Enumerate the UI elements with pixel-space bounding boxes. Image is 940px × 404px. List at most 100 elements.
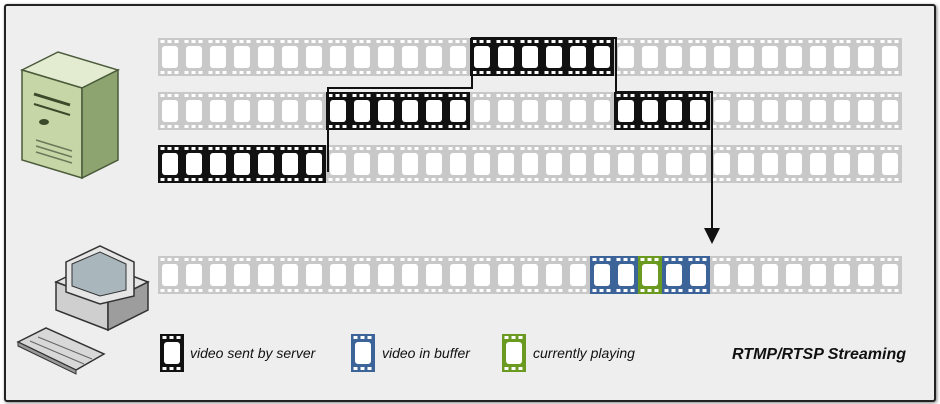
film-frame bbox=[662, 145, 686, 183]
film-frame bbox=[230, 92, 254, 130]
film-frame bbox=[230, 256, 254, 294]
film-frame bbox=[350, 145, 374, 183]
film-frame bbox=[278, 92, 302, 130]
film-frame bbox=[566, 92, 590, 130]
legend-swatch-buffer bbox=[351, 334, 375, 372]
film-frame bbox=[158, 38, 182, 76]
film-frame bbox=[710, 38, 734, 76]
film-frame bbox=[734, 38, 758, 76]
film-frame bbox=[374, 38, 398, 76]
film-frame-buffer bbox=[590, 256, 614, 294]
film-frame bbox=[782, 145, 806, 183]
film-strips bbox=[158, 38, 902, 294]
server-stream-middle bbox=[158, 92, 902, 130]
film-frame bbox=[302, 256, 326, 294]
client-stream bbox=[158, 256, 902, 294]
legend-label-server: video sent by server bbox=[190, 345, 317, 361]
film-frame-server bbox=[614, 92, 638, 130]
film-frame bbox=[710, 256, 734, 294]
film-frame bbox=[854, 256, 878, 294]
film-frame bbox=[254, 92, 278, 130]
legend-label-playing: currently playing bbox=[533, 345, 635, 361]
film-frame-buffer bbox=[614, 256, 638, 294]
film-frame bbox=[614, 145, 638, 183]
film-frame-server bbox=[398, 92, 422, 130]
legend-item-playing bbox=[502, 334, 526, 372]
film-frame bbox=[758, 256, 782, 294]
film-frame bbox=[710, 92, 734, 130]
film-frame bbox=[422, 145, 446, 183]
film-frame bbox=[566, 256, 590, 294]
film-frame bbox=[614, 38, 638, 76]
film-frame bbox=[878, 145, 902, 183]
film-frame bbox=[494, 92, 518, 130]
film-frame-server bbox=[446, 92, 470, 130]
film-frame bbox=[446, 145, 470, 183]
film-frame-server bbox=[470, 38, 494, 76]
server-stream-bottom bbox=[158, 145, 902, 183]
film-frame-server bbox=[566, 38, 590, 76]
film-frame bbox=[734, 256, 758, 294]
film-frame bbox=[662, 38, 686, 76]
film-frame bbox=[446, 256, 470, 294]
film-frame-server bbox=[542, 38, 566, 76]
film-frame-buffer bbox=[686, 256, 710, 294]
film-frame bbox=[254, 38, 278, 76]
film-frame bbox=[326, 38, 350, 76]
film-frame bbox=[806, 92, 830, 130]
legend-swatch-server bbox=[160, 334, 184, 372]
film-frame bbox=[878, 256, 902, 294]
film-frame bbox=[374, 256, 398, 294]
film-frame bbox=[206, 256, 230, 294]
film-frame bbox=[734, 92, 758, 130]
film-frame bbox=[230, 38, 254, 76]
film-frame bbox=[302, 38, 326, 76]
film-frame bbox=[782, 256, 806, 294]
server-stream-top bbox=[158, 38, 902, 76]
film-frame-buffer bbox=[662, 256, 686, 294]
legend-swatch-playing bbox=[502, 334, 526, 372]
arrow-head-icon bbox=[704, 228, 720, 244]
film-frame bbox=[830, 145, 854, 183]
desktop-computer-icon bbox=[16, 245, 150, 375]
film-frame bbox=[710, 145, 734, 183]
film-frame bbox=[374, 145, 398, 183]
film-frame bbox=[350, 256, 374, 294]
film-frame bbox=[494, 256, 518, 294]
film-frame bbox=[542, 256, 566, 294]
film-frame bbox=[206, 38, 230, 76]
film-frame bbox=[518, 145, 542, 183]
film-frame bbox=[830, 92, 854, 130]
film-frame bbox=[398, 38, 422, 76]
film-frame-playing bbox=[638, 256, 662, 294]
film-frame bbox=[518, 92, 542, 130]
film-frame bbox=[326, 145, 350, 183]
film-frame bbox=[734, 145, 758, 183]
film-frame bbox=[422, 38, 446, 76]
film-frame bbox=[278, 38, 302, 76]
legend-item-buffer bbox=[351, 334, 375, 372]
film-frame bbox=[422, 256, 446, 294]
film-frame bbox=[878, 38, 902, 76]
film-frame bbox=[302, 92, 326, 130]
film-frame bbox=[638, 38, 662, 76]
film-frame-server bbox=[350, 92, 374, 130]
film-frame bbox=[470, 256, 494, 294]
film-frame bbox=[590, 145, 614, 183]
film-frame bbox=[686, 38, 710, 76]
film-frame bbox=[278, 256, 302, 294]
film-frame-server bbox=[662, 92, 686, 130]
film-frame bbox=[350, 38, 374, 76]
film-frame bbox=[470, 145, 494, 183]
film-frame bbox=[806, 145, 830, 183]
film-frame bbox=[878, 92, 902, 130]
film-frame-server bbox=[326, 92, 350, 130]
film-frame bbox=[566, 145, 590, 183]
film-frame bbox=[686, 145, 710, 183]
film-frame bbox=[638, 145, 662, 183]
film-frame bbox=[854, 38, 878, 76]
film-frame bbox=[758, 145, 782, 183]
film-frame-server bbox=[302, 145, 326, 183]
film-frame-server bbox=[206, 145, 230, 183]
